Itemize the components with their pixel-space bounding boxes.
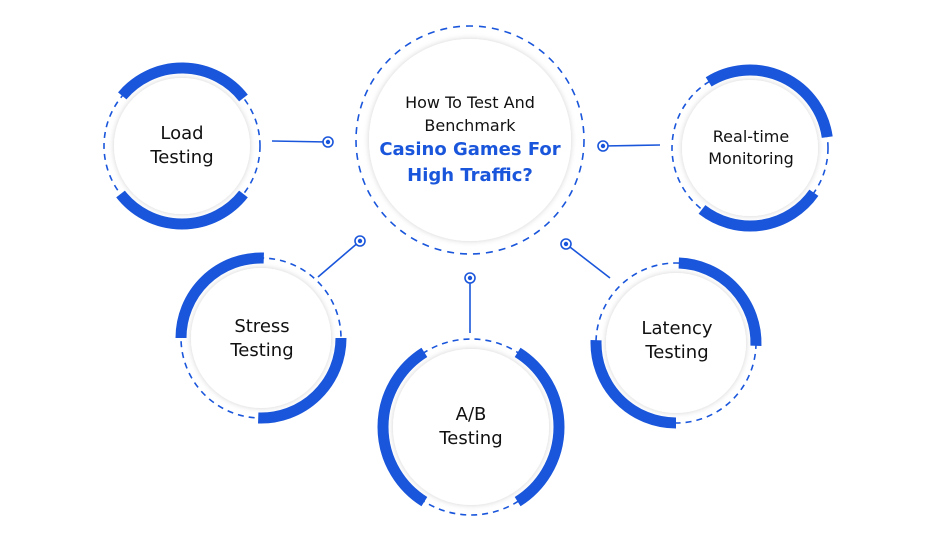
central-circle: [369, 39, 571, 241]
realtime-accent-arc: [698, 189, 819, 232]
latency-accent-arc: [678, 257, 762, 346]
node-realtime-monitoring: Real-time Monitoring: [708, 126, 794, 170]
node-ab-testing: A/B Testing: [439, 403, 502, 451]
ab-accent-arc: [514, 347, 565, 507]
ab-accent-arc: [377, 347, 428, 507]
realtime-circle: [682, 80, 818, 216]
title-line-2: Benchmark: [424, 116, 516, 135]
realtime-connector-dot-center: [600, 143, 606, 149]
node-load-testing: Load Testing: [150, 122, 213, 170]
title-line-4: High Traffic?: [407, 165, 533, 186]
title-line-3: Casino Games For: [379, 139, 561, 160]
realtime-accent-arc: [705, 64, 833, 139]
node-label-line: Testing: [230, 340, 294, 361]
node-label-line: Real-time: [712, 127, 790, 146]
node-label-line: Latency: [641, 318, 713, 339]
stress-connector-line: [317, 240, 361, 278]
latency-circle: [606, 273, 746, 413]
latency-connector-line: [565, 243, 611, 279]
load-connector-dot-center: [325, 139, 331, 145]
load-circle: [114, 78, 250, 214]
stress-circle: [191, 268, 331, 408]
title-line-1: How To Test And: [405, 93, 535, 112]
stress-accent-arc: [175, 252, 264, 339]
node-latency-testing: Latency Testing: [641, 317, 712, 365]
realtime-connector-line: [602, 144, 661, 147]
node-label-line: Testing: [439, 428, 503, 449]
node-label-line: A/B: [455, 404, 487, 425]
central-dashed-ring: [355, 25, 585, 255]
node-label-line: Monitoring: [708, 149, 794, 168]
load-accent-arc: [116, 190, 248, 230]
node-label-line: Load: [160, 123, 204, 144]
stress-accent-arc: [258, 337, 347, 424]
latency-connector-dot-center: [563, 241, 569, 247]
latency-accent-arc: [590, 340, 677, 429]
node-label-line: Testing: [150, 147, 214, 168]
ab-circle: [393, 349, 549, 505]
stress-connector-dot-center: [357, 238, 363, 244]
ab-connector-dot-center: [467, 275, 473, 281]
node-label-line: Stress: [234, 316, 290, 337]
load-connector-line: [271, 140, 329, 143]
load-accent-arc: [118, 62, 248, 102]
node-label-line: Testing: [645, 342, 709, 363]
central-title: How To Test And Benchmark Casino Games F…: [379, 91, 560, 189]
node-stress-testing: Stress Testing: [230, 315, 293, 363]
